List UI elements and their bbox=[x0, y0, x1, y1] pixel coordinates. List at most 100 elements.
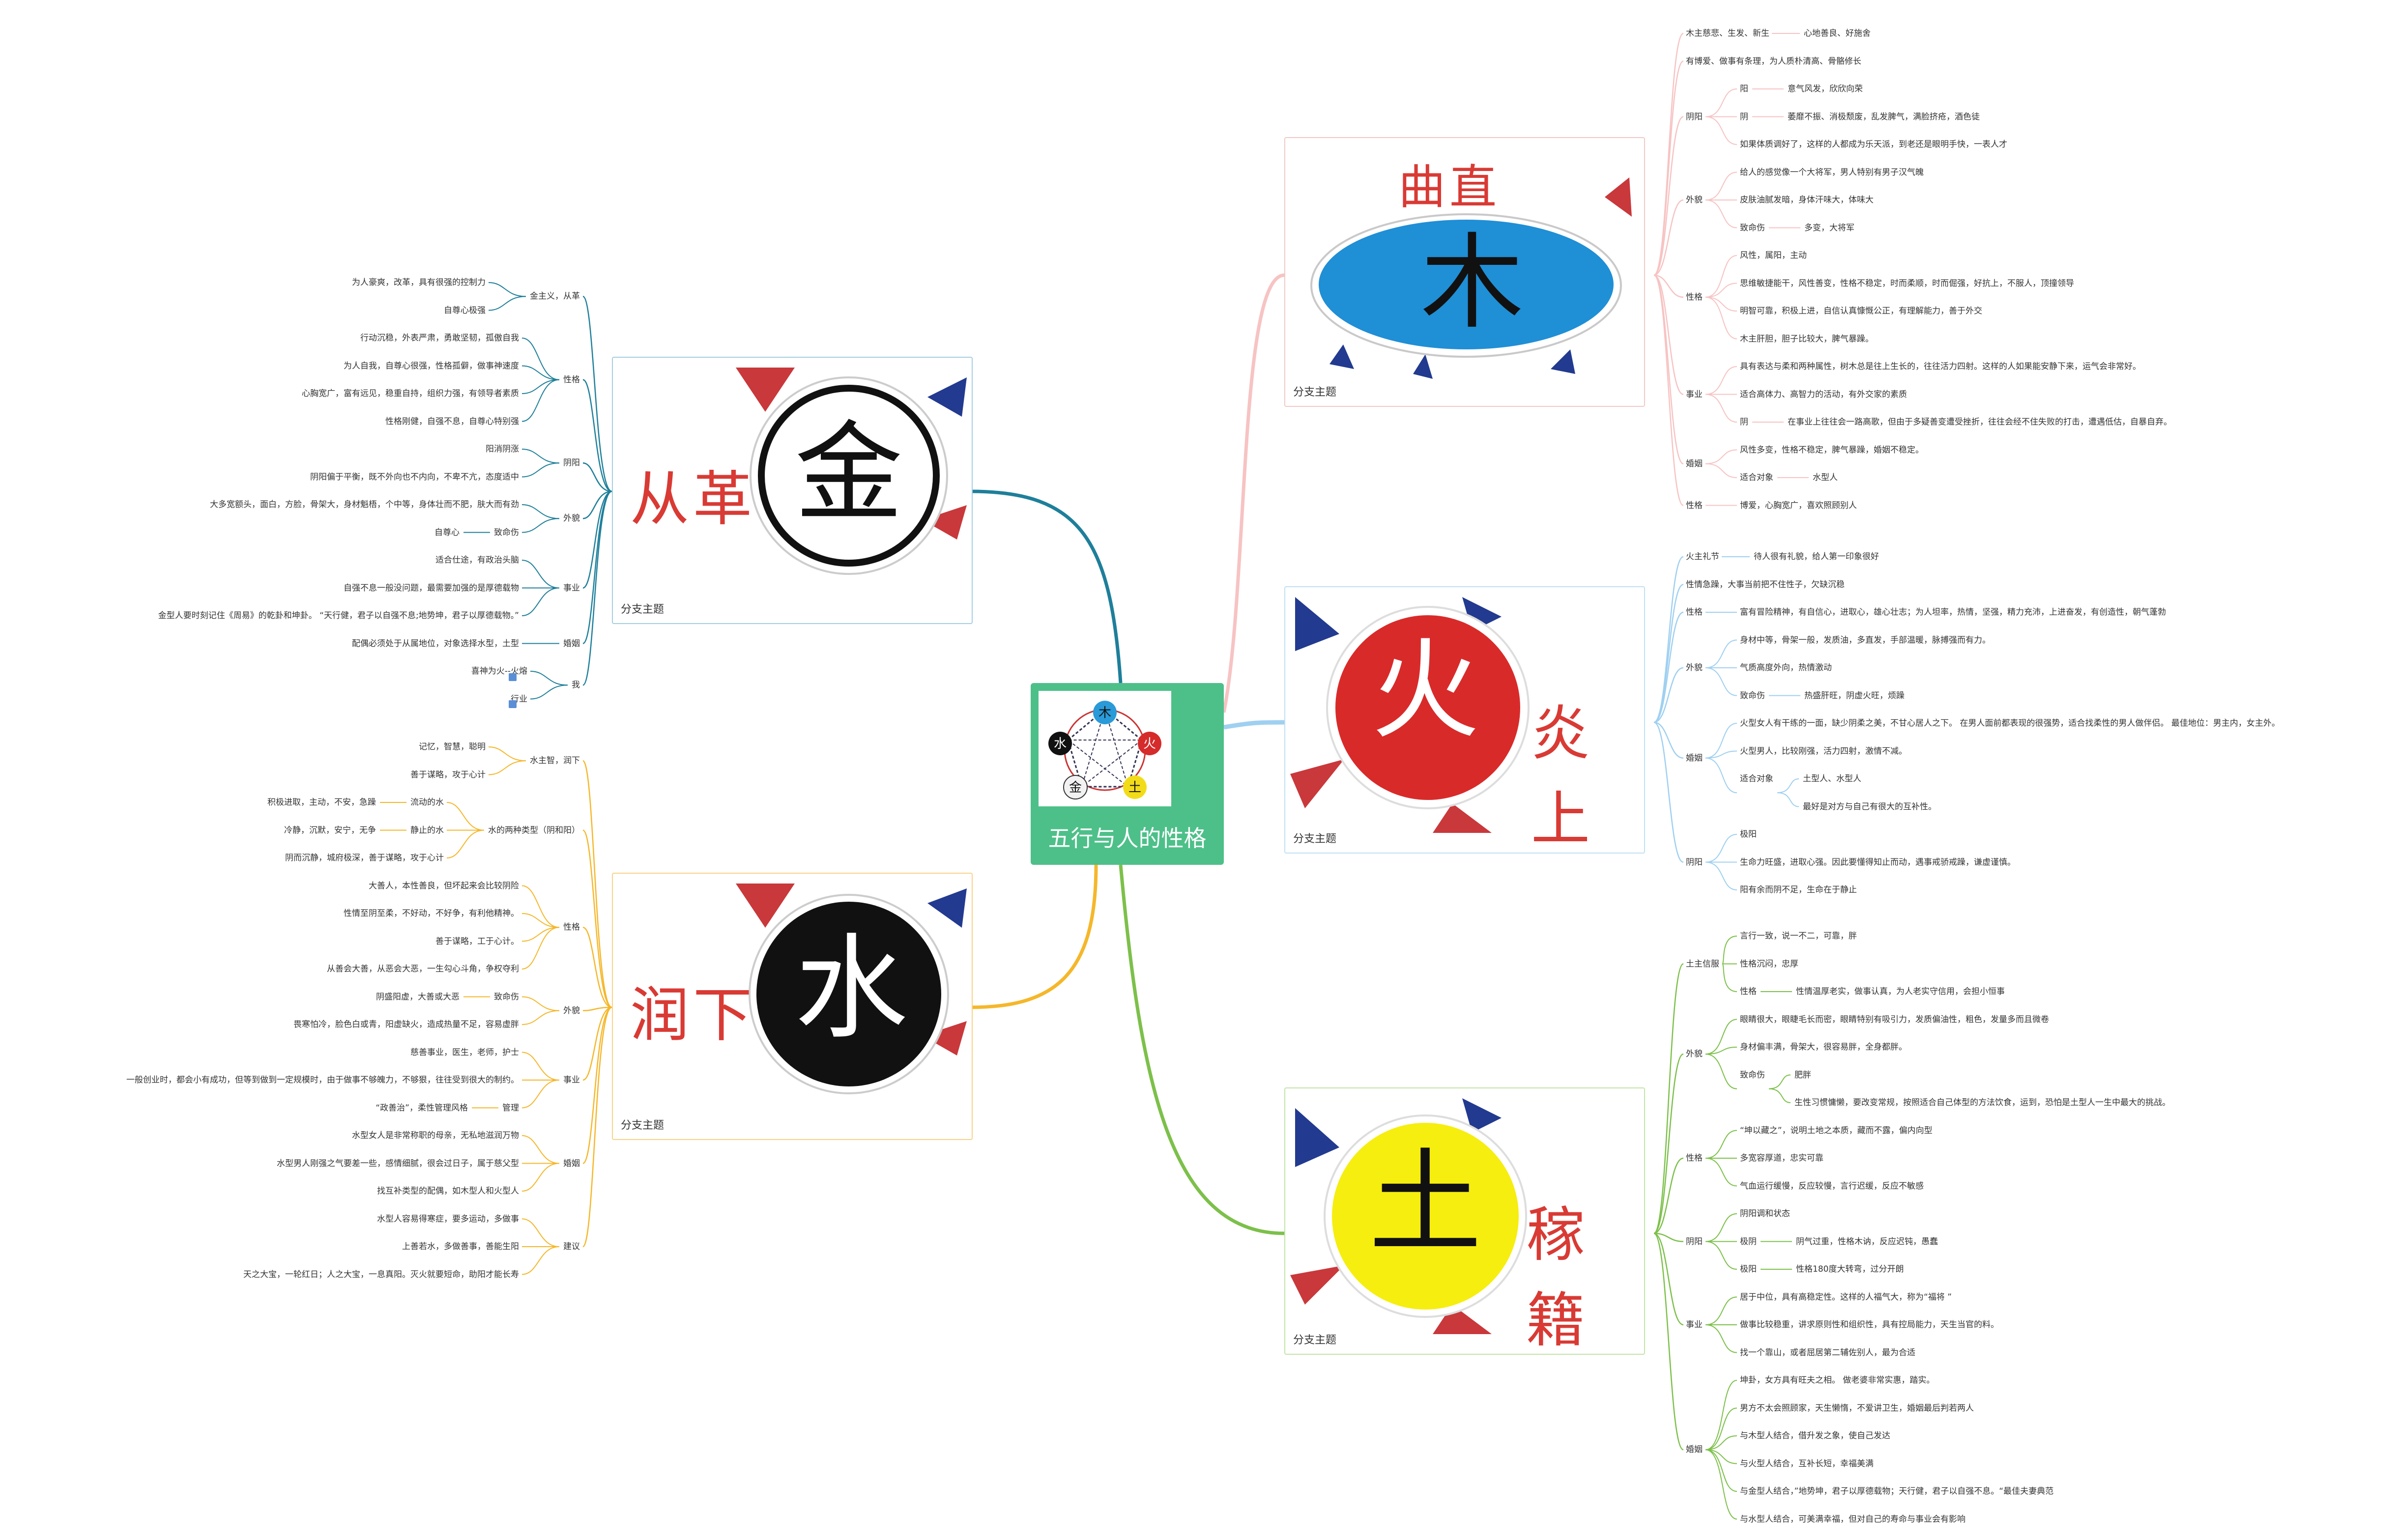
wood-sub-4-1[interactable]: 思维敏捷能干，风性善变，性格不稳定，时而柔顺，时而倔强，好抗上，不服人，顶撞领导 bbox=[1740, 278, 2074, 288]
fire-sub-3-1[interactable]: 气质高度外向，热情激动 bbox=[1740, 663, 1832, 673]
water-leaf-4-1[interactable]: 一般创业时，都会小有成功，但等到做到一定规模时，由于做事不够魄力，不够狠，往往受… bbox=[126, 1075, 519, 1085]
fire-l3a-4[interactable]: 土型人、水型人 bbox=[1803, 774, 1861, 784]
water-leaf-2-3[interactable]: 从善会大善，从恶会大恶，一生勾心斗角，争权夺利 bbox=[327, 964, 519, 974]
water-leaf-2-1[interactable]: 性情至阴至柔，不好动，不好争，有利他精神。 bbox=[344, 909, 519, 918]
wood-cat-4[interactable]: 性格 bbox=[1686, 292, 1703, 302]
earth-sub-5-2[interactable]: 与木型人结合，借升发之象，使自己发达 bbox=[1740, 1431, 1890, 1441]
wood-sub-2-2[interactable]: 如果体质调好了，这样的人都成为乐天派，到老还是眼明手快，一表人才 bbox=[1740, 140, 2007, 149]
fire-sub-2-0[interactable]: 富有冒险精神，有自信心，进取心，雄心壮志；为人坦率，热情，坚强，精力充沛，上进奋… bbox=[1740, 607, 2166, 617]
metal-cat-3[interactable]: 外貌 bbox=[563, 513, 580, 524]
fire-sub-5-1[interactable]: 生命力旺盛，进取心强。因此要懂得知止而动，遇事戒骄戒躁，谦虚谨慎。 bbox=[1740, 857, 2016, 867]
wood-sub-5-1[interactable]: 适合高体力、高智力的活动，有外交家的素质 bbox=[1740, 389, 1907, 399]
wood-l2-0[interactable]: 心地善良、好施舍 bbox=[1804, 29, 1871, 38]
fire-sub-3-0[interactable]: 身材中等，骨架一般，发质油，多直发，手部温暖，脉搏强而有力。 bbox=[1740, 635, 1991, 645]
earth-cat-0[interactable]: 土主信服 bbox=[1686, 959, 1719, 969]
metal-leaf-1-0[interactable]: 行动沉稳，外表严肃，勇敢坚韧，孤傲自我 bbox=[360, 333, 519, 343]
wood-sub-4-0[interactable]: 风性，属阳，主动 bbox=[1740, 251, 1807, 260]
earth-sub-5-5[interactable]: 与水型人结合，可美满幸福，但对自己的寿命与事业会有影响 bbox=[1740, 1514, 1965, 1524]
wood-cat-6[interactable]: 婚姻 bbox=[1686, 458, 1703, 469]
fire-sub-5-2[interactable]: 阳有余而阴不足，生命在于静止 bbox=[1740, 885, 1857, 895]
water-leaf-5-1[interactable]: 水型男人刚强之气要差一些，感情细腻，很会过日子，属于慈父型 bbox=[277, 1158, 519, 1169]
water-leaf-2-2[interactable]: 善于谋略，工于心计。 bbox=[435, 936, 519, 946]
metal-cat-4[interactable]: 事业 bbox=[563, 583, 580, 593]
wood-cat-2[interactable]: 阴阳 bbox=[1686, 112, 1703, 122]
wood-l1-0[interactable]: 木主慈悲、生发、新生 bbox=[1686, 29, 1769, 38]
earth-sub-2-1[interactable]: 多宽容厚道，忠实可靠 bbox=[1740, 1153, 1823, 1163]
water-leaf-4-0[interactable]: 慈善事业，医生，老师，护士 bbox=[410, 1047, 519, 1057]
wood-sub-3-2[interactable]: 致命伤 bbox=[1740, 223, 1765, 233]
water-leaf-5-2[interactable]: 找互补类型的配偶，如木型人和火型人 bbox=[377, 1186, 519, 1196]
fire-l1-0[interactable]: 火主礼节 bbox=[1686, 552, 1719, 562]
wood-sub-4-3[interactable]: 木主肝胆，胆子比较大，脾气暴躁。 bbox=[1740, 334, 1874, 344]
water-leaf-6-2[interactable]: 天之大宝，一轮红日；人之大宝，一息真阳。灭火就要短命，助阳才能长寿 bbox=[243, 1269, 519, 1280]
wood-sub-2-1[interactable]: 阴 bbox=[1740, 112, 1748, 122]
wood-l3-2-1[interactable]: 萎靡不振、消极颓废，乱发脾气，满脸挤疮，酒色徒 bbox=[1788, 112, 1980, 122]
earth-sub-3-0[interactable]: 阴阳调和状态 bbox=[1740, 1209, 1790, 1219]
fire-sub-5-0[interactable]: 极阳 bbox=[1740, 829, 1757, 839]
fire-sub-4-1[interactable]: 火型男人，比较刚强，活力四射，激情不减。 bbox=[1740, 746, 1907, 756]
wood-l3-3-2[interactable]: 多变，大将军 bbox=[1804, 223, 1854, 233]
earth-sub-0-1[interactable]: 性格沉闷，忠厚 bbox=[1740, 959, 1798, 969]
earth-cat-3[interactable]: 阴阳 bbox=[1686, 1236, 1703, 1247]
metal-leaf-1-1[interactable]: 为人自我，自尊心很强，性格孤僻，做事神速度 bbox=[344, 361, 519, 371]
metal-cat-2[interactable]: 阴阳 bbox=[563, 458, 580, 468]
wood-sub-7-0[interactable]: 博爱，心胸宽广，喜欢照顾别人 bbox=[1740, 500, 1857, 511]
water-mid-1-0[interactable]: 流动的水 bbox=[410, 798, 444, 807]
earth-sub-0-0[interactable]: 言行一致，说一不二，可靠，胖 bbox=[1740, 931, 1857, 941]
wood-cat-5[interactable]: 事业 bbox=[1686, 389, 1703, 399]
earth-sub-2-0[interactable]: “坤以藏之”，说明土地之本质，藏而不露，偏内向型 bbox=[1740, 1125, 1933, 1136]
earth-sub-1-1[interactable]: 身材偏丰满，骨架大，很容易胖，全身都胖。 bbox=[1740, 1042, 1907, 1052]
water-cat-3[interactable]: 外貌 bbox=[563, 1005, 580, 1016]
water-cat-0[interactable]: 水主智，润下 bbox=[530, 756, 580, 766]
metal-leaf-4-2[interactable]: 金型人要时刻记住《周易》的乾卦和坤卦。 “天行健，君子以自强不息;地势坤，君子以… bbox=[158, 611, 519, 621]
fire-l3b-4[interactable]: 最好是对方与自己有很大的互补性。 bbox=[1803, 801, 1937, 812]
earth-sub-4-2[interactable]: 找一个靠山，或者屈居第二辅佐别人，最为合适 bbox=[1740, 1347, 1915, 1358]
earth-l3-3-2[interactable]: 性格180度大转弯，过分开朗 bbox=[1796, 1264, 1904, 1274]
water-cat-1[interactable]: 水的两种类型（阴和阳） bbox=[488, 825, 580, 835]
fire-l3-3-2[interactable]: 热盛肝旺，阴虚火旺，烦躁 bbox=[1804, 690, 1905, 701]
wood-card[interactable]: 曲直 木 分支主题 bbox=[1284, 137, 1645, 407]
metal-leaf-1-3[interactable]: 性格刚健，自强不息，自尊心特别强 bbox=[385, 416, 519, 427]
earth-sub-2-2[interactable]: 气血运行缓慢，反应较慢，言行迟缓，反应不敏感 bbox=[1740, 1181, 1924, 1191]
wood-sub-4-2[interactable]: 明智可靠，积极上进，自信认真慷慨公正，有理解能力，善于外交 bbox=[1740, 306, 1982, 316]
center-topic[interactable]: 木 火 土 金 水 五行与人的性格 bbox=[1031, 683, 1224, 865]
water-leaf-0-1[interactable]: 善于谋略，攻于心计 bbox=[410, 770, 486, 780]
earth-sub-1-0[interactable]: 眼睛很大，眼睫毛长而密，眼睛特别有吸引力，发质偏油性，粗色，发量多而且微卷 bbox=[1740, 1014, 2049, 1025]
water-leaf-2-0[interactable]: 大善人，本性善良，但坏起来会比较阴险 bbox=[369, 881, 519, 891]
water-leaf-6-0[interactable]: 水型人容易得寒症，要多运动，多做事 bbox=[377, 1214, 519, 1224]
fire-cat-3[interactable]: 外貌 bbox=[1686, 663, 1703, 673]
earth-sub-5-1[interactable]: 男方不太会照顾家，天生懒惰，不爱讲卫生，婚姻最后判若两人 bbox=[1740, 1403, 1974, 1413]
collapse-toggle-icon[interactable] bbox=[509, 700, 517, 708]
earth-sub-5-3[interactable]: 与火型人结合，互补长短，幸福美满 bbox=[1740, 1458, 1874, 1469]
water-leaf-1-0[interactable]: 积极进取，主动，不安，急躁 bbox=[267, 798, 376, 807]
earth-l3b-1[interactable]: 生性习惯慵懒，要改变常规，按照适合自己体型的方法饮食，运到，恐怕是土型人一生中最… bbox=[1794, 1098, 2170, 1108]
metal-leaf-3-0[interactable]: 大多宽额头，面白，方脸，骨架大，身材魁梧，个中等，身体壮而不肥，肤大而有劲 bbox=[210, 500, 519, 510]
earth-sub-4-0[interactable]: 居于中位，具有高稳定性。这样的人福气大，称为“福将 ” bbox=[1740, 1292, 1952, 1302]
fire-l2-0[interactable]: 待人很有礼貌，给人第一印象很好 bbox=[1754, 552, 1879, 562]
earth-sub-5-0[interactable]: 坤卦，女方具有旺夫之相。 做老婆非常实惠，踏实。 bbox=[1740, 1375, 1935, 1385]
water-leaf-3-0[interactable]: 阴盛阳虚，大善或大恶 bbox=[376, 992, 460, 1002]
earth-sub-5-4[interactable]: 与金型人结合，”地势坤，君子以厚德载物；天行健，君子以自强不息。“最佳夫妻典范 bbox=[1740, 1486, 2054, 1496]
earth-l3-0-2[interactable]: 性情温厚老实，做事认真，为人老实守信用，会担小恒事 bbox=[1796, 987, 2005, 997]
wood-l3-6-1[interactable]: 水型人 bbox=[1813, 473, 1838, 483]
wood-cat-7[interactable]: 性格 bbox=[1686, 500, 1703, 511]
water-leaf-1-1[interactable]: 冷静，沉默，安宁，无争 bbox=[284, 825, 376, 835]
water-cat-2[interactable]: 性格 bbox=[563, 922, 580, 933]
wood-l3-2-0[interactable]: 意气风发，欣欣向荣 bbox=[1788, 84, 1863, 94]
water-mid-4-2[interactable]: 管理 bbox=[502, 1103, 519, 1113]
metal-mid-3-1[interactable]: 致命伤 bbox=[494, 527, 519, 538]
fire-cat-4[interactable]: 婚姻 bbox=[1686, 753, 1703, 763]
metal-cat-5[interactable]: 婚姻 bbox=[563, 638, 580, 649]
water-leaf-0-0[interactable]: 记忆，智慧，聪明 bbox=[419, 742, 486, 752]
water-cat-4[interactable]: 事业 bbox=[563, 1075, 580, 1085]
fire-card[interactable]: 火 炎上 分支主题 bbox=[1284, 586, 1645, 854]
metal-leaf-2-1[interactable]: 阴阳偏于平衡，既不外向也不内向，不卑不亢，态度适中 bbox=[310, 472, 519, 482]
earth-card[interactable]: 土 稼籍 分支主题 bbox=[1284, 1087, 1645, 1355]
earth-cat-5[interactable]: 婚姻 bbox=[1686, 1445, 1703, 1455]
fire-cat-5[interactable]: 阴阳 bbox=[1686, 857, 1703, 867]
fire-cat-2[interactable]: 性格 bbox=[1686, 607, 1703, 617]
fire-sub-4-0[interactable]: 火型女人有干练的一面，缺少阴柔之美，不甘心居人之下。 在男人面前都表现的很强势，… bbox=[1740, 718, 2280, 728]
earth-sub-4-1[interactable]: 做事比较稳重，讲求原则性和组织性，具有控局能力，天生当官的料。 bbox=[1740, 1320, 1999, 1330]
metal-leaf-0-0[interactable]: 为人豪爽，改革，具有很强的控制力 bbox=[352, 278, 486, 287]
water-leaf-6-1[interactable]: 上善若水，多做善事，善能生阳 bbox=[402, 1242, 519, 1252]
